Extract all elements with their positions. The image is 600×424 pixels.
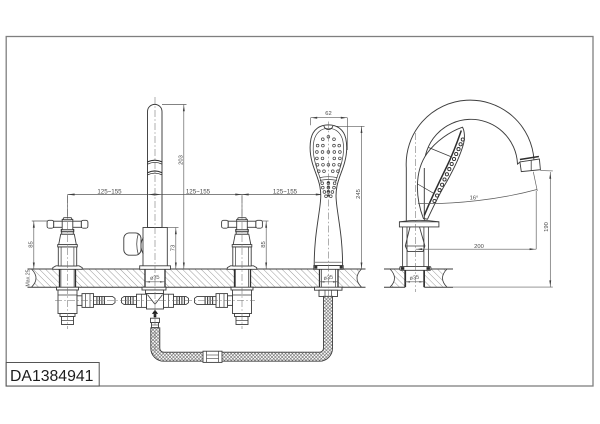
svg-text:ø35: ø35 [150, 275, 160, 282]
svg-text:Max.25: Max.25 [26, 269, 32, 286]
svg-text:DA1384941: DA1384941 [10, 368, 94, 385]
svg-text:ø35: ø35 [409, 275, 419, 282]
svg-text:190: 190 [544, 222, 550, 232]
svg-text:85: 85 [261, 241, 267, 247]
svg-text:200: 200 [474, 244, 484, 250]
svg-text:62: 62 [325, 111, 331, 117]
svg-text:125~155: 125~155 [273, 188, 298, 195]
svg-text:203: 203 [178, 155, 184, 165]
svg-text:16°: 16° [470, 195, 479, 201]
svg-text:73: 73 [170, 245, 176, 251]
svg-text:125~155: 125~155 [97, 188, 122, 195]
svg-text:85: 85 [28, 241, 34, 247]
svg-text:125~155: 125~155 [186, 188, 211, 195]
svg-text:245: 245 [356, 189, 362, 199]
